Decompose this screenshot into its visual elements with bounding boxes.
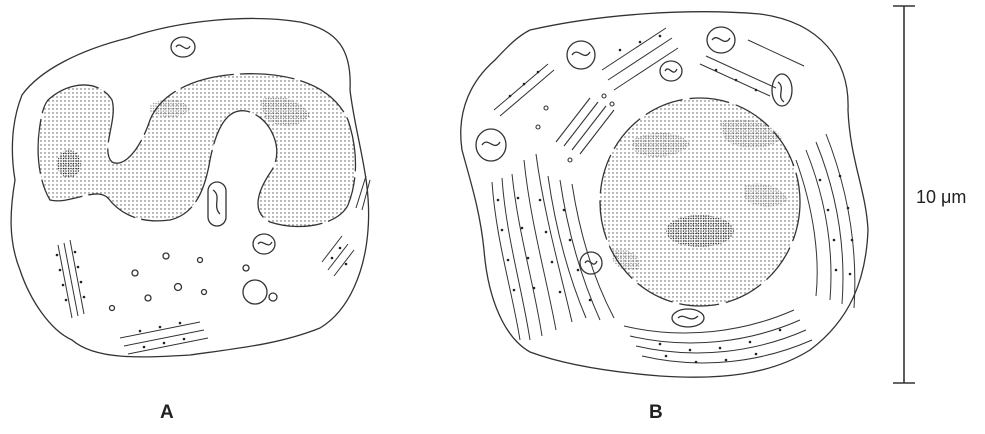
cell-b-chromatin-patch (744, 183, 788, 207)
cell-a-rough-er (57, 175, 371, 355)
cell-b-chromatin-patch (632, 132, 690, 157)
cell-a-nucleus (37, 73, 357, 228)
cell-a-membrane (10, 17, 370, 358)
cell-b-chromatin-patch (720, 118, 782, 148)
cell-a-chromatin-patch (150, 98, 190, 117)
cell-a-chromatin-patch (260, 96, 310, 126)
cell-b-golgi (535, 93, 615, 163)
cell-b-chromatin-patch (612, 249, 641, 271)
mitochondrion (706, 26, 736, 54)
cell-b (460, 11, 869, 378)
panel-label-a: A (160, 402, 174, 423)
cell-a-ribosomes (55, 246, 348, 349)
mitochondrion (579, 251, 603, 275)
cell-a-nucleolus (57, 150, 81, 178)
mitochondrion (252, 233, 276, 255)
panel-label-b: B (649, 402, 663, 423)
cell-b-membrane (460, 11, 869, 378)
scale-bar (893, 5, 915, 384)
cell-a-nucleus-envelope (37, 73, 357, 228)
cell-b-nucleus (599, 97, 801, 307)
mitochondrion (659, 60, 683, 82)
mitochondrion (566, 40, 596, 70)
cell-b-ribosomes (496, 34, 854, 364)
scale-bar-label: 10 μm (916, 187, 967, 207)
mitochondrion (170, 36, 196, 58)
mitochondrion (771, 73, 793, 107)
cell-a-mitochondria (170, 36, 276, 255)
mitochondrion (475, 128, 507, 162)
mitochondrion (207, 181, 227, 227)
cell-b-mitochondria (475, 26, 793, 328)
cell-b-rough-er (491, 27, 856, 364)
mitochondrion (671, 308, 705, 328)
cell-a-vesicles (108, 252, 278, 312)
cell-a (10, 17, 371, 358)
cell-b-nucleolus (666, 215, 734, 247)
